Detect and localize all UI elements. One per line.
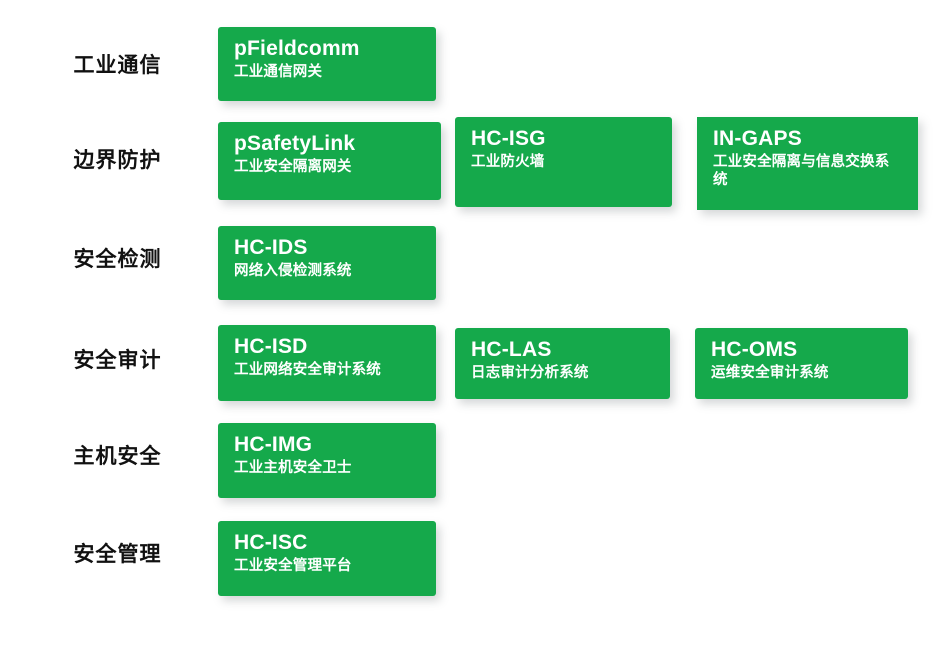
product-card[interactable]: HC-OMS 运维安全审计系统 [695,328,908,399]
product-card[interactable]: HC-LAS 日志审计分析系统 [455,328,670,399]
product-card-subtitle: 工业防火墙 [471,153,545,170]
product-card-subtitle: 日志审计分析系统 [471,364,589,381]
product-card-subtitle: 网络入侵检测系统 [234,262,352,279]
row-category-label: 安全管理 [73,543,162,566]
product-card-subtitle: 工业安全隔离与信息交换系统 [713,153,890,189]
product-card-title: IN-GAPS [713,127,802,150]
row-category-label: 安全检测 [73,248,162,271]
product-card-title: pFieldcomm [234,37,360,60]
product-card-title: HC-ISG [471,127,546,150]
product-card-title: HC-LAS [471,338,552,361]
product-card[interactable]: HC-IMG 工业主机安全卫士 [218,423,436,498]
product-card-subtitle: 工业安全管理平台 [234,557,352,574]
row-category-label: 安全审计 [73,349,162,372]
product-card-subtitle: 工业网络安全审计系统 [234,361,381,378]
product-card-title: HC-OMS [711,338,798,361]
product-card[interactable]: HC-ISG 工业防火墙 [455,117,672,207]
row-category-label: 主机安全 [73,445,162,468]
product-card-title: HC-IMG [234,433,313,456]
product-card[interactable]: pSafetyLink 工业安全隔离网关 [218,122,441,200]
product-card-subtitle: 工业主机安全卫士 [234,459,352,476]
product-card-title: HC-ISC [234,531,308,554]
product-card-subtitle: 工业安全隔离网关 [234,158,352,175]
product-card-title: HC-IDS [234,236,308,259]
product-card-title: pSafetyLink [234,132,356,155]
product-card[interactable]: HC-ISC 工业安全管理平台 [218,521,436,596]
product-card[interactable]: pFieldcomm 工业通信网关 [218,27,436,101]
product-card[interactable]: IN-GAPS 工业安全隔离与信息交换系统 [697,117,918,210]
row-category-label: 边界防护 [73,149,162,172]
product-card-subtitle: 工业通信网关 [234,63,323,80]
product-card-title: HC-ISD [234,335,308,358]
product-card[interactable]: HC-IDS 网络入侵检测系统 [218,226,436,300]
row-category-label: 工业通信 [73,54,162,77]
product-card[interactable]: HC-ISD 工业网络安全审计系统 [218,325,436,401]
product-card-subtitle: 运维安全审计系统 [711,364,829,381]
